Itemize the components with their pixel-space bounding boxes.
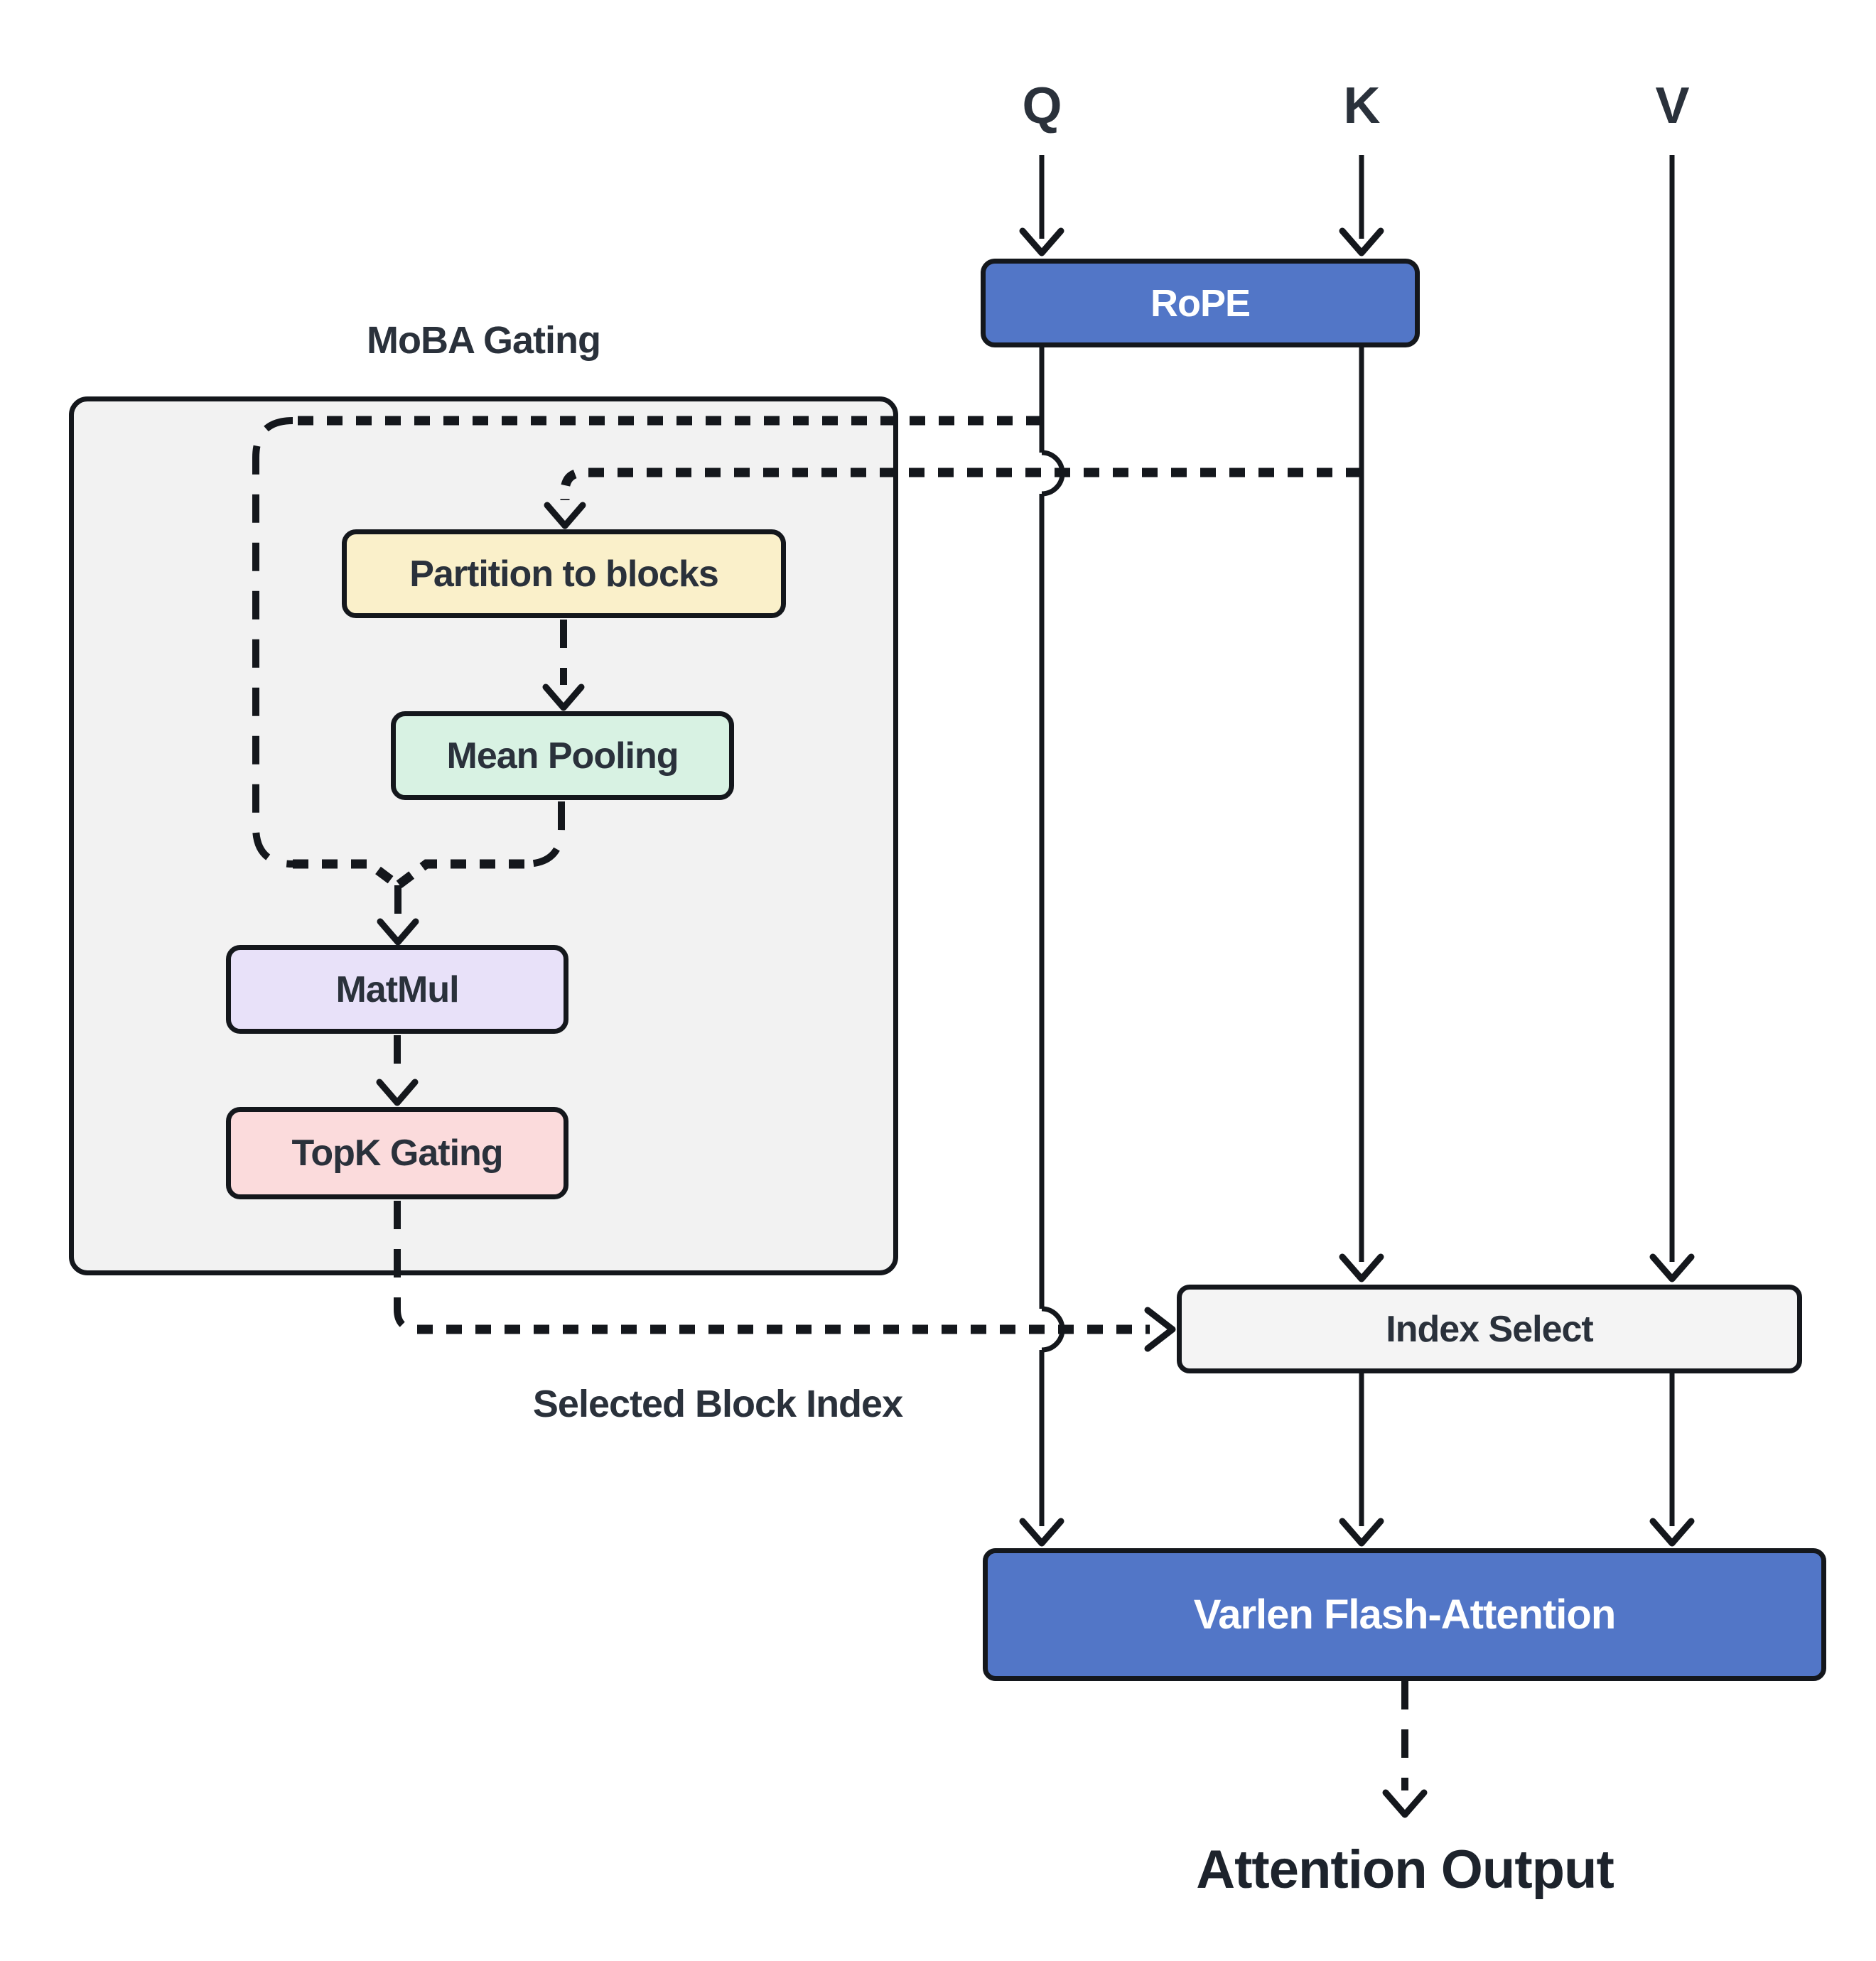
node-varlen-label: Varlen Flash-Attention (1193, 1592, 1617, 1638)
arrowhead-v-index-select (1649, 1253, 1695, 1282)
node-topk-gating: TopK Gating (226, 1107, 568, 1199)
edge-topk-output-vertical (394, 1201, 418, 1333)
attention-output-label: Attention Output (1196, 1840, 1614, 1900)
arrowhead-selected-block-index (1144, 1307, 1176, 1352)
input-label-v: V (1655, 77, 1689, 134)
node-rope: RoPE (981, 259, 1420, 347)
node-mean-pooling-label: Mean Pooling (446, 735, 679, 777)
arrowhead-index-v-varlen (1649, 1518, 1695, 1547)
arrowhead-q-varlen (1019, 1518, 1064, 1547)
arrowhead-index-k-varlen (1339, 1518, 1384, 1547)
node-mean-pooling: Mean Pooling (391, 711, 734, 800)
arrowhead-varlen-output (1382, 1789, 1428, 1818)
moba-gating-title: MoBA Gating (367, 319, 601, 362)
node-partition-to-blocks: Partition to blocks (342, 529, 786, 618)
arrowhead-matmul-topk (376, 1079, 419, 1106)
input-label-k: K (1343, 77, 1381, 134)
node-matmul-label: MatMul (335, 968, 459, 1010)
arrowhead-funnel-matmul (377, 918, 419, 946)
arrowhead-k-tap-partition (544, 502, 586, 529)
input-label-q: Q (1022, 77, 1062, 134)
node-rope-label: RoPE (1150, 281, 1251, 325)
arrowhead-k-input (1339, 227, 1384, 256)
node-partition-label: Partition to blocks (409, 553, 719, 595)
node-index-select-label: Index Select (1386, 1308, 1593, 1350)
edge-funnel-right (395, 859, 524, 890)
node-index-select: Index Select (1177, 1285, 1802, 1373)
node-varlen-flash-attention: Varlen Flash-Attention (983, 1548, 1826, 1681)
node-topk-gating-label: TopK Gating (291, 1133, 503, 1174)
arrowhead-k-index-select (1339, 1253, 1384, 1282)
edge-mean-output (524, 801, 565, 868)
node-matmul: MatMul (226, 945, 568, 1034)
edge-k-tap-to-partition (560, 468, 1362, 500)
edge-q-tap-vertical (252, 417, 293, 868)
arrowhead-partition-mean (542, 684, 585, 711)
edge-funnel-left (293, 859, 401, 890)
arrowhead-q-input (1019, 227, 1064, 256)
selected-block-index-label: Selected Block Index (532, 1383, 903, 1425)
